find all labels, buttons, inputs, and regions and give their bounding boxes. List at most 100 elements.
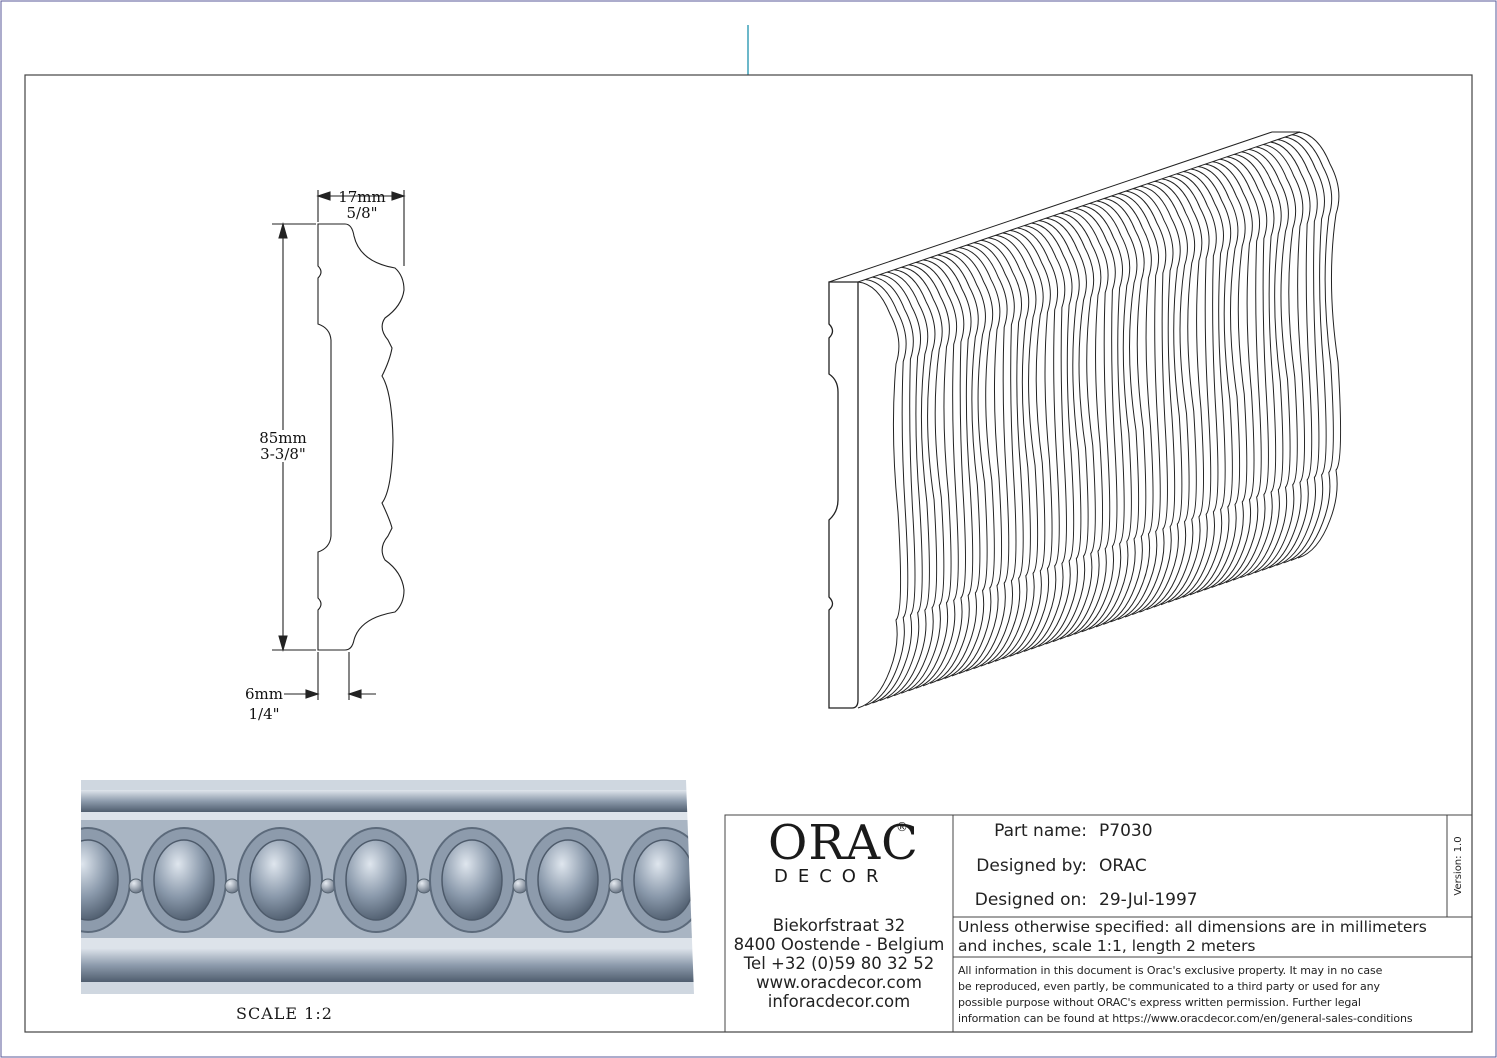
- ornament-bead: [128, 878, 144, 894]
- ornament-egg: [249, 839, 311, 921]
- iso-profile-line: [1110, 195, 1154, 623]
- part-name-value: P7030: [1099, 821, 1153, 841]
- width-mm-label: 17mm: [338, 188, 386, 206]
- iso-profile-line: [1002, 232, 1046, 660]
- address-phone: Tel +32 (0)59 80 32 52: [743, 954, 935, 973]
- iso-top-edge: [828, 131, 1301, 283]
- iso-profile-line: [1038, 220, 1082, 648]
- iso-profile-line: [951, 249, 995, 677]
- legal-line-3: possible purpose without ORAC's express …: [958, 996, 1361, 1009]
- iso-profile-line: [1189, 168, 1233, 596]
- company-address: Biekorfstraat 32 8400 Oostende - Belgium…: [725, 916, 953, 1011]
- iso-profile-line: [879, 274, 923, 702]
- iso-profile-line: [1088, 202, 1132, 630]
- scale-label: SCALE 1:2: [236, 1004, 333, 1023]
- iso-profile-line: [1269, 141, 1313, 569]
- address-website: www.oracdecor.com: [756, 973, 922, 992]
- product-photo: [81, 780, 719, 994]
- iso-profile-line: [872, 276, 916, 704]
- iso-profile-line: [1160, 178, 1205, 606]
- relief-in-label: 1/4": [248, 705, 280, 723]
- ornament-bead: [705, 879, 719, 893]
- title-block-grid: [724, 814, 1473, 1033]
- iso-profile-line: [1103, 197, 1147, 625]
- legal-note: All information in this document is Orac…: [958, 963, 1470, 1027]
- version-label: Version: 1.0: [1453, 836, 1464, 896]
- iso-profile-line: [980, 239, 1024, 667]
- designed-by-label: Designed by:: [976, 856, 1087, 876]
- ornament-bead: [512, 878, 528, 894]
- logo-wordmark: ORAC: [768, 815, 919, 871]
- iso-profile-line: [1225, 156, 1269, 584]
- ornament-egg: [441, 839, 503, 921]
- height-in-label: 3-3/8": [260, 445, 306, 463]
- specification-note: Unless otherwise specified: all dimensio…: [958, 918, 1470, 956]
- isometric-view: [828, 131, 1342, 709]
- iso-profile-line: [1232, 153, 1277, 581]
- height-mm-label: 85mm: [259, 429, 307, 447]
- iso-profile-line: [1009, 229, 1053, 657]
- iso-profile-line: [1030, 222, 1075, 650]
- address-city: 8400 Oostende - Belgium: [733, 935, 945, 954]
- iso-profile-line: [1204, 163, 1248, 591]
- iso-profile-line: [1095, 200, 1140, 628]
- orac-logo: ORAC ® DECOR: [768, 818, 918, 887]
- iso-profile-line: [915, 261, 959, 689]
- spec-line-2: and inches, scale 1:1, length 2 meters: [958, 937, 1256, 955]
- iso-profile-line: [1023, 224, 1067, 652]
- ornament-egg: [537, 839, 599, 921]
- iso-profile-line: [908, 264, 952, 692]
- profile-section: [272, 190, 406, 700]
- relief-dimension: 6mm 1/4": [236, 686, 292, 722]
- iso-profile-line: [1124, 190, 1168, 618]
- iso-profile-line: [1016, 227, 1060, 655]
- iso-profile-line: [1290, 133, 1334, 561]
- iso-profile-line: [1081, 205, 1125, 633]
- iso-profile-line: [958, 247, 1003, 675]
- iso-profile-line: [994, 234, 1039, 662]
- iso-profile-line: [1247, 148, 1291, 576]
- designed-on-label: Designed on:: [974, 890, 1087, 910]
- ornament-egg: [153, 839, 215, 921]
- iso-profile-line: [1283, 136, 1327, 564]
- ornament-egg: [345, 839, 407, 921]
- ornament-bead: [224, 878, 240, 894]
- iso-profile-line: [1175, 173, 1219, 601]
- logo-subword: DECOR: [774, 866, 889, 887]
- iso-profile-line: [1196, 165, 1241, 593]
- iso-profile-line: [901, 266, 945, 694]
- iso-profile-line: [886, 271, 930, 699]
- designed-by-value: ORAC: [1099, 856, 1147, 876]
- iso-profile-line: [987, 237, 1031, 665]
- iso-profile-line: [929, 256, 974, 684]
- iso-profile-line: [1117, 192, 1161, 620]
- iso-profile-line: [937, 254, 981, 682]
- iso-profile-line: [1131, 188, 1176, 616]
- iso-profile-line: [893, 269, 938, 697]
- ornament-egg: [633, 839, 694, 921]
- iso-profile-line: [1211, 161, 1255, 588]
- part-name-label: Part name:: [994, 821, 1087, 841]
- iso-profile-line: [944, 251, 988, 679]
- iso-profile-line: [1052, 215, 1096, 643]
- address-street: Biekorfstraat 32: [772, 916, 906, 935]
- iso-front-profile: [828, 281, 859, 709]
- iso-profile-line: [922, 259, 966, 687]
- relief-mm-label: 6mm: [245, 685, 283, 703]
- iso-profile-line: [1059, 212, 1104, 640]
- width-dimension: 17mm 5/8": [322, 189, 402, 221]
- iso-profile-line: [1254, 146, 1298, 574]
- iso-profile-line: [1240, 151, 1284, 579]
- spec-line-1: Unless otherwise specified: all dimensio…: [958, 918, 1427, 936]
- iso-profile-line: [1182, 170, 1226, 598]
- registered-mark: ®: [896, 820, 908, 834]
- width-in-label: 5/8": [346, 204, 378, 222]
- address-email: inforacdecor.com: [767, 992, 911, 1011]
- iso-profile-line: [1276, 138, 1320, 566]
- iso-profile-line: [1297, 131, 1342, 559]
- iso-profile-line: [1146, 183, 1190, 611]
- legal-line-1: All information in this document is Orac…: [958, 964, 1383, 977]
